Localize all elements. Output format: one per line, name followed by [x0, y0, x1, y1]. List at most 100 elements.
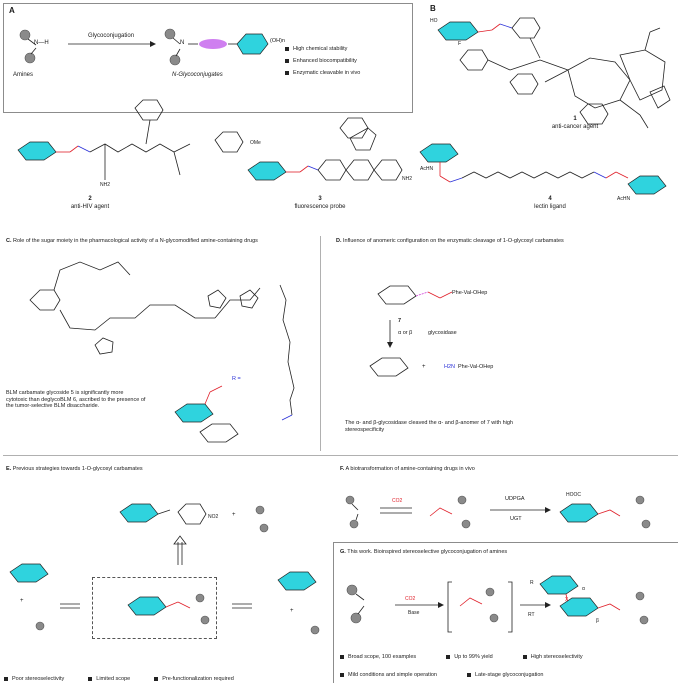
nh2-label: NH2	[100, 182, 111, 188]
panel-d-letter: D.	[336, 238, 342, 244]
compound-2-number: 2	[88, 196, 92, 202]
panel-g-letter: G.	[340, 549, 346, 555]
panel-e-plus: +	[232, 512, 236, 518]
panel-f-title: F. A biotransformation of amine-containi…	[340, 466, 475, 473]
bullet-item: Enhanced biocompatibility	[285, 58, 360, 64]
panel-f-hooc-label: HOOC	[566, 492, 581, 498]
section-divider	[3, 455, 678, 456]
panel-d-amine-label: H2N	[444, 364, 456, 370]
achn-label-2: AcHN	[617, 196, 631, 202]
bullet-text: High stereoselectivity	[530, 654, 583, 660]
panel-a-bullets: High chemical stability Enhanced biocomp…	[285, 46, 360, 76]
bullet-text: Late-stage glycoconjugation	[474, 672, 544, 678]
panel-d-compound-num: 7	[398, 318, 402, 324]
panel-c-title: C. Role of the sugar moiety in the pharm…	[6, 238, 306, 245]
panel-d-peptide-label: Phe-Val-OHep	[452, 290, 488, 296]
bullet-item: Limited scope	[88, 676, 130, 682]
panel-a-arrow-label: Glycoconjugation	[88, 33, 135, 39]
bullet-item: Late-stage glycoconjugation	[466, 672, 544, 678]
panel-f-title-text: A biotransformation of amine-containing …	[345, 466, 475, 472]
bullet-text: Enzymatic cleavable in vivo	[293, 70, 361, 76]
panel-c-text: BLM carbamate glycoside 5 is significant…	[6, 390, 146, 409]
panel-g-rt-label: RT	[528, 612, 535, 618]
ho-label: HO	[430, 18, 438, 24]
panel-e-title: E. Previous strategies towards 1-O-glyco…	[6, 466, 143, 473]
panel-a-oh-label: (OH)n	[270, 38, 285, 44]
nh2-label-3: NH2	[402, 176, 413, 182]
panel-b-letter: B	[430, 4, 436, 13]
panel-a-left-label: Amines	[13, 72, 34, 78]
panel-g-frame	[333, 542, 678, 683]
compound-1-number: 1	[573, 116, 577, 122]
panel-f-udpga-label: UDPGA	[505, 496, 525, 502]
panel-g-title: G. This work. Bioinspired stereoselectiv…	[340, 549, 507, 556]
panel-a-frame	[3, 3, 413, 113]
bullet-text: Enhanced biocompatibility	[293, 58, 357, 64]
bullet-text: Pre-functionalization required	[162, 676, 234, 682]
panel-g-alpha-label: α	[582, 586, 585, 592]
panel-a-letter: A	[9, 6, 15, 15]
panel-e-letter: E.	[6, 466, 12, 472]
panel-f-co2-label: CO2	[392, 498, 403, 504]
bullet-text: Poor stereoselectivity	[12, 676, 65, 682]
panel-e-plus-left: +	[20, 598, 24, 604]
bullet-item: Pre-functionalization required	[154, 676, 234, 682]
panel-d-text: The α- and β-glycosidase cleaved the α- …	[345, 420, 513, 433]
panel-g-r-label: R	[530, 580, 534, 586]
panel-d-peptide-label-2: Phe-Val-OHep	[458, 364, 494, 370]
panel-c-r-label: R =	[232, 376, 241, 382]
panel-e-plus-right: +	[290, 608, 294, 614]
panel-g-bullets-row1: Broad scope, 100 examples Up to 99% yiel…	[340, 654, 583, 660]
panel-c-frame	[3, 236, 321, 451]
bullet-text: Limited scope	[96, 676, 131, 682]
f-label: F	[458, 41, 462, 47]
bullet-text: Up to 99% yield	[454, 654, 493, 660]
panel-e-center-box	[92, 577, 217, 639]
panel-d-title-text: Influence of anomeric configuration on t…	[343, 238, 564, 244]
bullet-item: Mild conditions and simple operation	[340, 672, 437, 678]
bullet-item: High chemical stability	[285, 46, 360, 52]
compound-2-caption: anti-HIV agent	[70, 204, 110, 210]
bullet-item: Up to 99% yield	[446, 654, 493, 660]
bullet-text: High chemical stability	[293, 46, 348, 52]
panel-f-ugt-label: UGT	[510, 516, 522, 522]
panel-e-bullets: Poor stereoselectivity Limited scope Pre…	[4, 676, 234, 682]
bullet-item: High stereoselectivity	[522, 654, 583, 660]
panel-d-enzyme-top: α or β	[398, 330, 413, 336]
panel-e-title-text: Previous strategies towards 1-O-glycosyl…	[12, 466, 143, 472]
bullet-item: Enzymatic cleavable in vivo	[285, 70, 360, 76]
panel-e-no2-label: NO2	[208, 514, 219, 520]
bullet-text: Broad scope, 100 examples	[348, 654, 417, 660]
compound-3-number: 3	[318, 196, 322, 202]
panel-a-nh-label: N—H	[34, 40, 49, 46]
compound-1-caption: anti-cancer agent	[551, 124, 599, 130]
panel-d-plus: +	[422, 364, 426, 370]
panel-c-letter: C.	[6, 238, 12, 244]
panel-c-title-text: Role of the sugar moiety in the pharmaco…	[13, 238, 258, 244]
achn-label: AcHN	[420, 166, 434, 172]
panel-g-title-text: This work. Bioinspired stereoselective g…	[347, 549, 508, 555]
panel-g-x-label: X	[565, 597, 569, 603]
compound-4-caption: lectin ligand	[534, 204, 566, 210]
panel-a-n-label: N	[180, 40, 185, 46]
compound-3-caption: fluorescence probe	[294, 204, 346, 210]
panel-d-enzyme-label: glycosidase	[428, 330, 457, 336]
panel-g-beta-label: β	[596, 618, 599, 624]
panel-f-letter: F.	[340, 466, 345, 472]
panel-g-bullets-row2: Mild conditions and simple operation Lat…	[340, 672, 543, 678]
panel-g-base-label: Base	[408, 610, 420, 616]
ome-label: OMe	[250, 140, 261, 146]
bullet-text: Mild conditions and simple operation	[348, 672, 437, 678]
bullet-item: Poor stereoselectivity	[4, 676, 64, 682]
bullet-item: Broad scope, 100 examples	[340, 654, 416, 660]
panel-g-co2-label: CO2	[405, 596, 416, 602]
